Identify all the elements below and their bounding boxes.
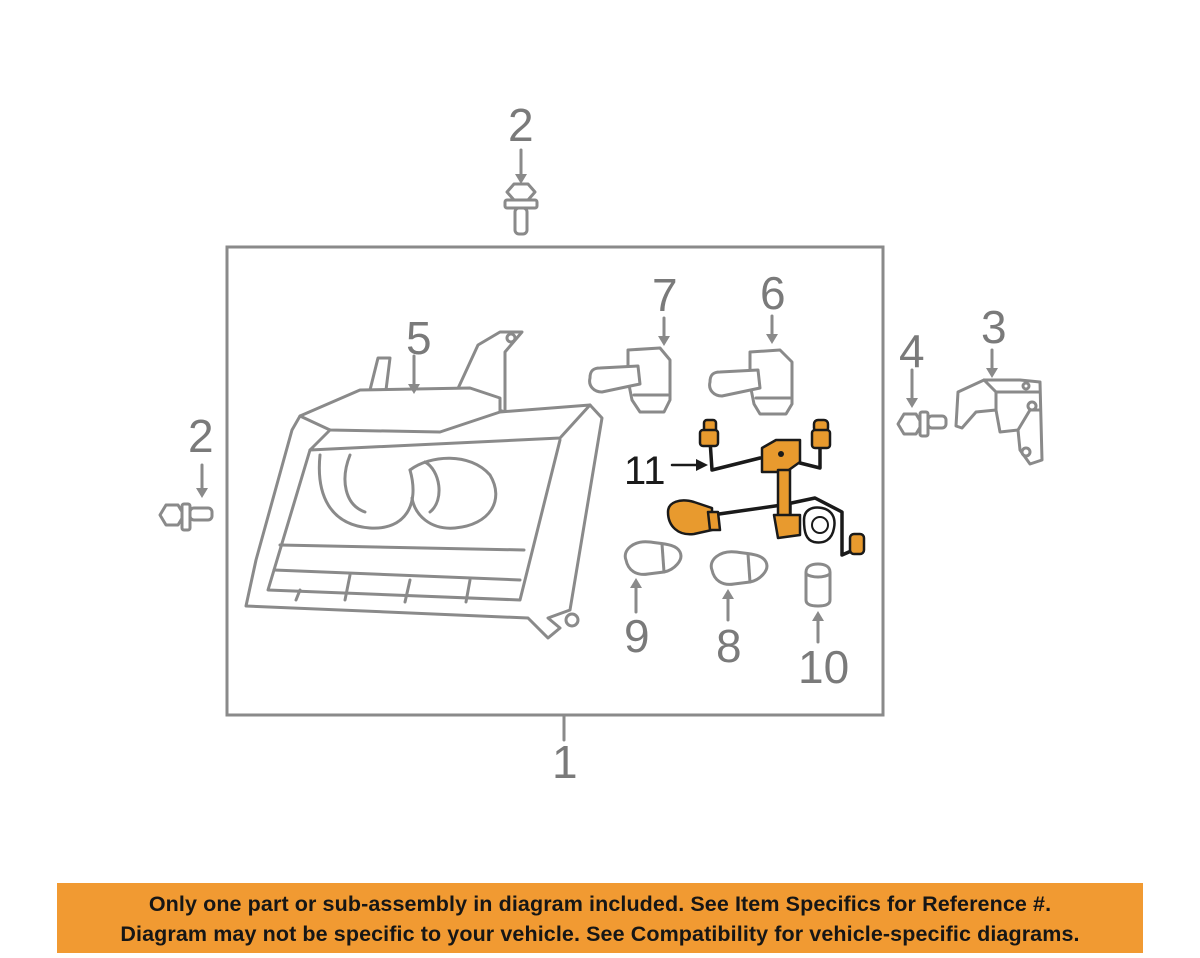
assembly-frame (225, 245, 885, 717)
disclaimer-banner: Only one part or sub-assembly in diagram… (57, 883, 1143, 953)
bulb-7 (588, 316, 672, 414)
callout-6: 6 (760, 267, 786, 319)
bolt-top (503, 148, 539, 236)
callout-7: 7 (652, 269, 678, 321)
bracket-3 (954, 348, 1044, 466)
callout-1: 1 (552, 736, 578, 788)
bolt-left (158, 463, 214, 532)
callout-5: 5 (406, 312, 432, 364)
disclaimer-line-2: Diagram may not be specific to your vehi… (120, 922, 1080, 946)
callout-4: 4 (899, 325, 925, 377)
callout-10: 10 (798, 641, 849, 693)
headlamp-parts-diagram: 1 2 2 5 (158, 99, 1044, 788)
bulb-9 (623, 540, 683, 614)
disclaimer-line-1: Only one part or sub-assembly in diagram… (148, 892, 1052, 916)
callout-8: 8 (716, 620, 742, 672)
bulb-10 (804, 562, 832, 644)
bulb-6 (708, 314, 794, 416)
headlamp-housing (244, 330, 604, 640)
callout-2-top: 2 (508, 99, 534, 151)
bolt-4 (896, 368, 948, 438)
callout-3: 3 (981, 301, 1007, 353)
callout-11: 11 (624, 449, 666, 493)
callout-2-left: 2 (188, 410, 214, 462)
callout-9: 9 (624, 610, 650, 662)
bulb-8 (709, 550, 769, 622)
wiring-harness (666, 418, 866, 557)
